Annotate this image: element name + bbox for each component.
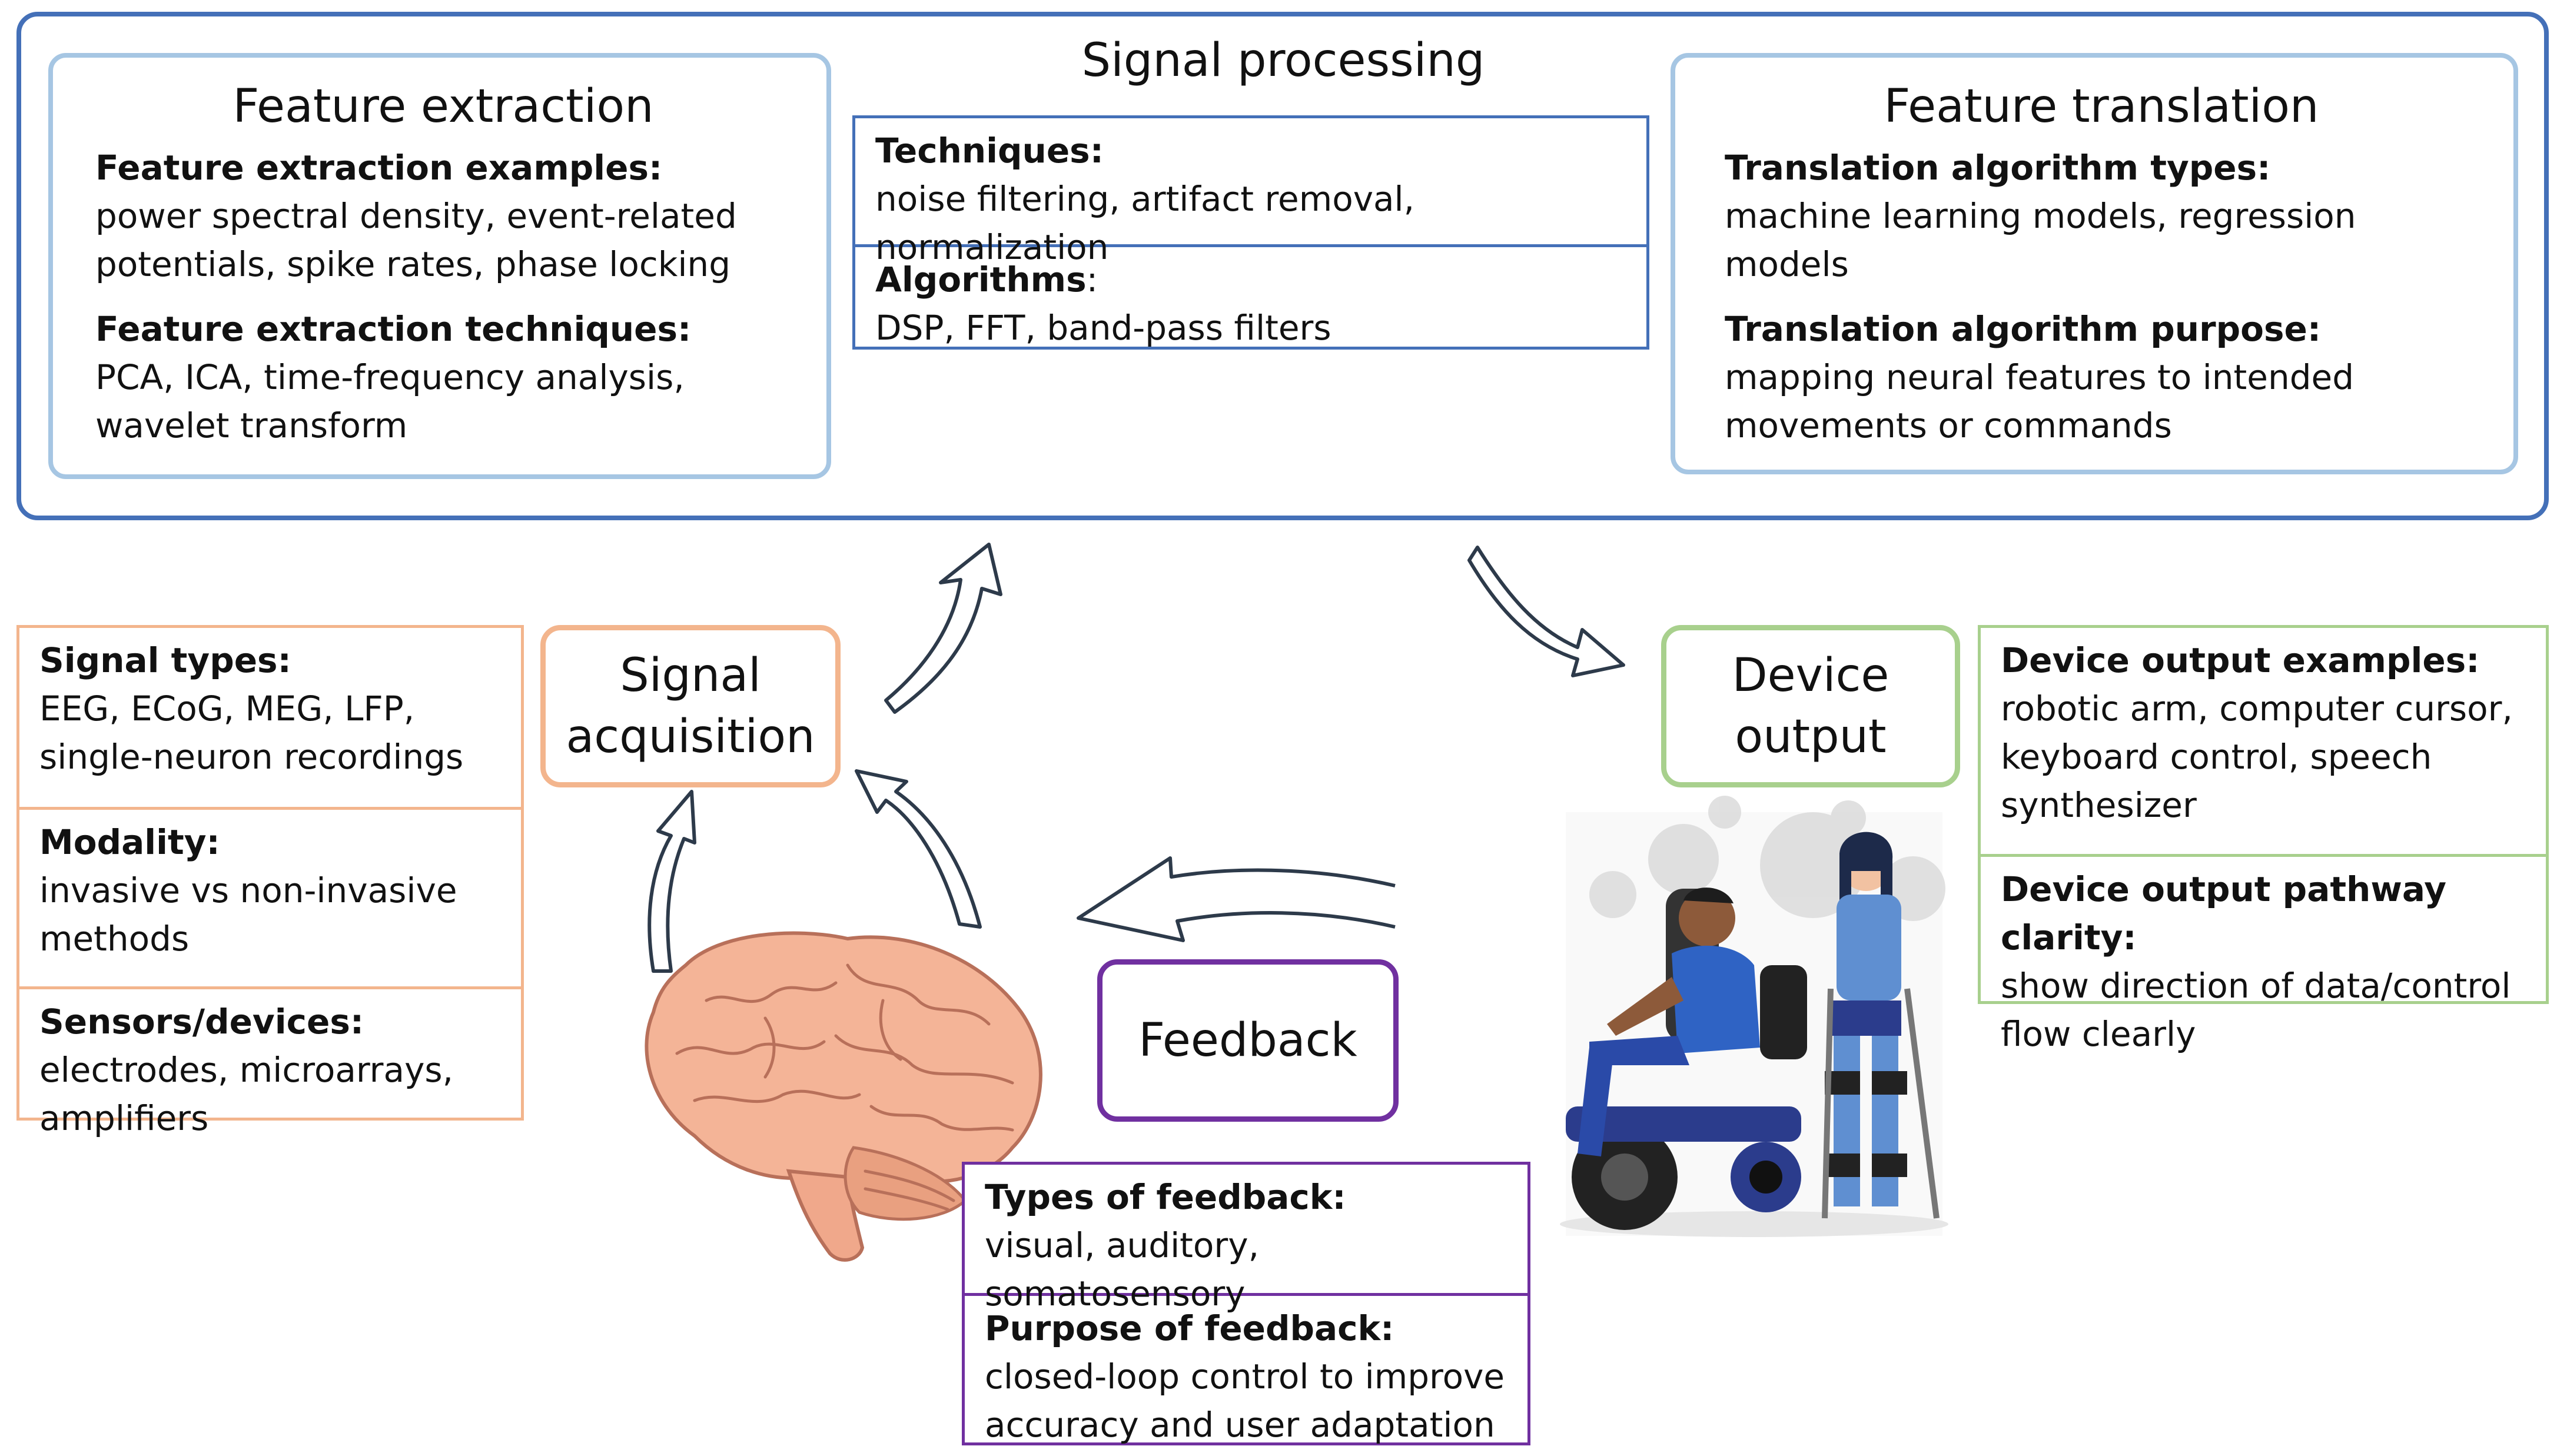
arrow-device-to-feedback [1077,856,1396,942]
algorithms-heading: Algorithms: [875,255,1626,304]
wheelchair-and-exoskeleton-illustration [1560,796,1948,1237]
signal-acquisition-details: Signal types: EEG, ECoG, MEG, LFP, singl… [16,625,524,1138]
feedback-purpose-text: closed-loop control to improve accuracy … [985,1357,1505,1445]
feature-extraction-techniques-label: Feature extraction techniques: [95,309,692,349]
techniques-label: Techniques: [875,131,1104,171]
signal-processing-frame [16,12,2549,520]
arrow-brain-to-acquisition-right [855,769,982,929]
device-output-clarity-section: Device output pathway clarity: show dire… [1981,854,2546,1063]
device-output-clarity-label: Device output pathway clarity: [2001,869,2447,958]
sensors-section: Sensors/devices: electrodes, microarrays… [19,986,521,1147]
algorithms-colon: : [1086,260,1098,300]
device-output-examples-text: robotic arm, computer cursor, keyboard c… [2001,689,2513,825]
signal-acquisition-title-line2: acquisition [566,710,815,763]
device-output-clarity-text: show direction of data/control flow clea… [2001,966,2511,1054]
translation-types-label: Translation algorithm types: [1725,148,2271,188]
feedback-title: Feedback [1138,1014,1357,1067]
techniques-text: noise filtering, artifact removal, norma… [875,179,1415,267]
arrow-processing-to-device [1467,546,1625,677]
device-output-examples-section: Device output examples: robotic arm, com… [1981,628,2546,854]
techniques-section: Techniques: noise filtering, artifact re… [855,118,1646,267]
feature-extraction-examples-label: Feature extraction examples: [95,148,663,188]
arrow-brain-to-acquisition-left [647,790,696,973]
sensors-label: Sensors/devices: [39,1002,364,1042]
feature-extraction-panel: Feature extraction Feature extraction ex… [48,53,831,479]
translation-types-text: machine learning models, regression mode… [1725,196,2356,284]
feedback-types-text: visual, auditory, somatosensory [985,1225,1260,1314]
device-output-node: Device output [1661,625,1960,787]
feedback-types-section: Types of feedback: visual, auditory, som… [965,1165,1527,1314]
translation-purpose-label: Translation algorithm purpose: [1725,309,2322,349]
feature-translation-panel: Feature translation Translation algorith… [1671,53,2518,474]
device-output-examples-label: Device output examples: [2001,640,2480,680]
algorithms-text: DSP, FFT, band-pass filters [875,308,1331,348]
modality-label: Modality: [39,822,220,862]
signal-acquisition-title-line1: Signal [620,649,761,702]
device-output-details: Device output examples: robotic arm, com… [1978,625,2549,1054]
feedback-types-label: Types of feedback: [985,1177,1346,1217]
signal-acquisition-node: Signal acquisition [540,625,841,787]
device-output-title-line1: Device [1732,649,1889,702]
modality-section: Modality: invasive vs non-invasive metho… [19,807,521,986]
algorithms-section: Algorithms: DSP, FFT, band-pass filters [855,244,1646,357]
feedback-node: Feedback [1097,959,1399,1122]
translation-purpose-text: mapping neural features to intended move… [1725,357,2355,446]
signal-types-text: EEG, ECoG, MEG, LFP, single-neuron recor… [39,689,464,777]
feature-extraction-techniques-text: PCA, ICA, time-frequency analysis, wavel… [95,357,685,446]
signal-types-label: Signal types: [39,640,291,680]
signal-processing-title: Signal processing [1081,34,1485,87]
arrow-acquisition-to-processing [884,543,1002,714]
brain-illustration [645,931,1042,1262]
algorithms-label: Algorithms [875,260,1087,300]
feature-translation-title: Feature translation [1884,80,2319,133]
feedback-purpose-section: Purpose of feedback: closed-loop control… [965,1293,1527,1454]
feature-extraction-examples-text: power spectral density, event-related po… [95,196,737,284]
device-output-title-line2: output [1735,710,1887,763]
feedback-purpose-label: Purpose of feedback: [985,1308,1394,1348]
feedback-details: Types of feedback: visual, auditory, som… [962,1162,1530,1445]
sensors-text: electrodes, microarrays, amplifiers [39,1050,454,1138]
modality-text: invasive vs non-invasive methods [39,870,457,959]
feature-extraction-title: Feature extraction [233,80,654,133]
signal-processing-box: Techniques: noise filtering, artifact re… [852,115,1649,350]
signal-types-section: Signal types: EEG, ECoG, MEG, LFP, singl… [19,628,521,807]
